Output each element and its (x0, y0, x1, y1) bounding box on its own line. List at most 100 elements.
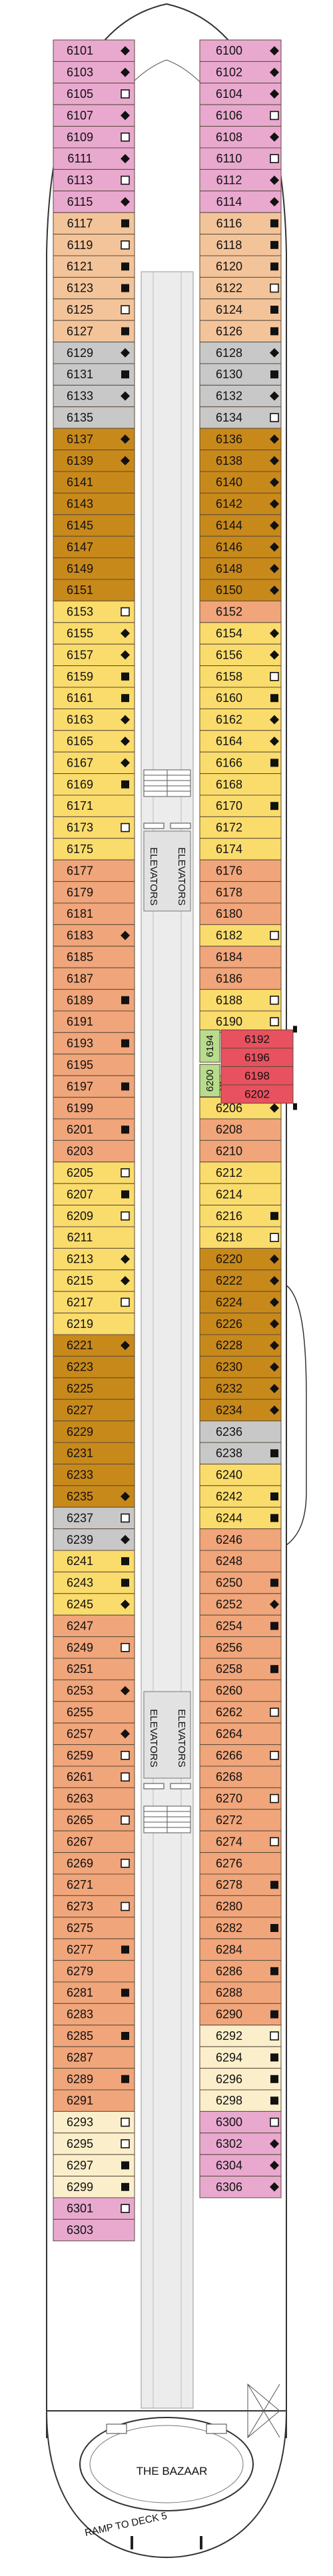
cabin-6291[interactable]: 6291 (53, 2089, 135, 2112)
cabin-6142[interactable]: 6142 (199, 492, 282, 515)
cabin-6286[interactable]: 6286 (199, 1960, 282, 1983)
cabin-6231[interactable]: 6231 (53, 1442, 135, 1464)
cabin-6211[interactable]: 6211 (53, 1226, 135, 1249)
cabin-6151[interactable]: 6151 (53, 579, 135, 601)
cabin-6124[interactable]: 6124 (199, 298, 282, 321)
cabin-6149[interactable]: 6149 (53, 557, 135, 580)
cabin-6106[interactable]: 6106 (199, 104, 282, 127)
cabin-6287[interactable]: 6287 (53, 2046, 135, 2069)
cabin-6274[interactable]: 6274 (199, 1830, 282, 1853)
cabin-6155[interactable]: 6155 (53, 622, 135, 645)
cabin-6295[interactable]: 6295 (53, 2132, 135, 2155)
cabin-6221[interactable]: 6221 (53, 1334, 135, 1357)
cabin-6229[interactable]: 6229 (53, 1421, 135, 1443)
cabin-6131[interactable]: 6131 (53, 363, 135, 386)
cabin-6120[interactable]: 6120 (199, 255, 282, 278)
cabin-6195[interactable]: 6195 (53, 1054, 135, 1076)
cabin-6143[interactable]: 6143 (53, 492, 135, 515)
cabin-6214[interactable]: 6214 (199, 1183, 282, 1206)
cabin-6230[interactable]: 6230 (199, 1355, 282, 1379)
cabin-6300[interactable]: 6300 (199, 2110, 282, 2134)
cabin-6164[interactable]: 6164 (199, 730, 282, 753)
cabin-6100[interactable]: 6100 (199, 39, 282, 62)
cabin-6190[interactable]: 6190 (199, 1010, 282, 1033)
cabin-6127[interactable]: 6127 (53, 320, 135, 343)
cabin-6294[interactable]: 6294 (199, 2046, 282, 2069)
cabin-6243[interactable]: 6243 (53, 1571, 135, 1594)
cabin-6191[interactable]: 6191 (53, 1010, 135, 1033)
cabin-6209[interactable]: 6209 (53, 1205, 135, 1227)
cabin-6273[interactable]: 6273 (53, 1895, 135, 1918)
cabin-6236[interactable]: 6236 (199, 1421, 282, 1443)
cabin-6283[interactable]: 6283 (53, 2003, 135, 2026)
cabin-6134[interactable]: 6134 (199, 406, 282, 429)
cabin-6279[interactable]: 6279 (53, 1960, 135, 1983)
cabin-6135[interactable]: 6135 (53, 406, 135, 429)
cabin-6212[interactable]: 6212 (199, 1161, 282, 1184)
cabin-6277[interactable]: 6277 (53, 1938, 135, 1961)
cabin-6242[interactable]: 6242 (199, 1485, 282, 1508)
cabin-6246[interactable]: 6246 (199, 1528, 282, 1551)
cabin-6252[interactable]: 6252 (199, 1593, 282, 1616)
cabin-6218[interactable]: 6218 (199, 1226, 282, 1249)
cabin-6293[interactable]: 6293 (53, 2110, 135, 2134)
cabin-6178[interactable]: 6178 (199, 881, 282, 904)
cabin-6110[interactable]: 6110 (199, 147, 282, 170)
cabin-6282[interactable]: 6282 (199, 1917, 282, 1939)
cabin-6205[interactable]: 6205 (53, 1161, 135, 1184)
cabin-6201[interactable]: 6201 (53, 1118, 135, 1141)
cabin-6299[interactable]: 6299 (53, 2176, 135, 2198)
cabin-6153[interactable]: 6153 (53, 600, 135, 623)
cabin-6161[interactable]: 6161 (53, 687, 135, 709)
cabin-6224[interactable]: 6224 (199, 1291, 282, 1314)
cabin-6112[interactable]: 6112 (199, 168, 282, 192)
cabin-6117[interactable]: 6117 (53, 212, 135, 235)
cabin-6276[interactable]: 6276 (199, 1852, 282, 1875)
cabin-6298[interactable]: 6298 (199, 2089, 282, 2112)
cabin-6185[interactable]: 6185 (53, 946, 135, 968)
cabin-6254[interactable]: 6254 (199, 1614, 282, 1638)
cabin-6116[interactable]: 6116 (199, 212, 282, 235)
cabin-6232[interactable]: 6232 (199, 1377, 282, 1400)
cabin-6158[interactable]: 6158 (199, 665, 282, 688)
cabin-6234[interactable]: 6234 (199, 1399, 282, 1422)
cabin-6177[interactable]: 6177 (53, 859, 135, 882)
cabin-6261[interactable]: 6261 (53, 1766, 135, 1788)
cabin-6168[interactable]: 6168 (199, 773, 282, 796)
cabin-6139[interactable]: 6139 (53, 450, 135, 472)
cabin-6207[interactable]: 6207 (53, 1183, 135, 1206)
cabin-6130[interactable]: 6130 (199, 363, 282, 386)
cabin-6260[interactable]: 6260 (199, 1679, 282, 1702)
cabin-6145[interactable]: 6145 (53, 514, 135, 537)
cabin-6249[interactable]: 6249 (53, 1636, 135, 1659)
cabin-6175[interactable]: 6175 (53, 838, 135, 860)
cabin-6208[interactable]: 6208 (199, 1118, 282, 1141)
cabin-6245[interactable]: 6245 (53, 1593, 135, 1616)
cabin-6198[interactable]: 6198 (220, 1066, 294, 1086)
cabin-6197[interactable]: 6197 (53, 1075, 135, 1098)
cabin-6257[interactable]: 6257 (53, 1722, 135, 1746)
cabin-6147[interactable]: 6147 (53, 535, 135, 559)
cabin-6148[interactable]: 6148 (199, 557, 282, 580)
cabin-6129[interactable]: 6129 (53, 342, 135, 364)
cabin-6244[interactable]: 6244 (199, 1506, 282, 1530)
cabin-6189[interactable]: 6189 (53, 989, 135, 1012)
cabin-6303[interactable]: 6303 (53, 2218, 135, 2242)
cabin-6199[interactable]: 6199 (53, 1097, 135, 1120)
cabin-6223[interactable]: 6223 (53, 1355, 135, 1379)
cabin-6216[interactable]: 6216 (199, 1205, 282, 1227)
cabin-6170[interactable]: 6170 (199, 795, 282, 817)
cabin-6160[interactable]: 6160 (199, 687, 282, 709)
cabin-6146[interactable]: 6146 (199, 535, 282, 559)
cabin-6103[interactable]: 6103 (53, 61, 135, 84)
cabin-6268[interactable]: 6268 (199, 1766, 282, 1788)
cabin-6259[interactable]: 6259 (53, 1744, 135, 1767)
cabin-6296[interactable]: 6296 (199, 2068, 282, 2091)
cabin-6266[interactable]: 6266 (199, 1744, 282, 1767)
cabin-6186[interactable]: 6186 (199, 967, 282, 990)
cabin-6108[interactable]: 6108 (199, 126, 282, 149)
cabin-6302[interactable]: 6302 (199, 2132, 282, 2155)
cabin-6121[interactable]: 6121 (53, 255, 135, 278)
cabin-6179[interactable]: 6179 (53, 881, 135, 904)
cabin-6184[interactable]: 6184 (199, 946, 282, 968)
